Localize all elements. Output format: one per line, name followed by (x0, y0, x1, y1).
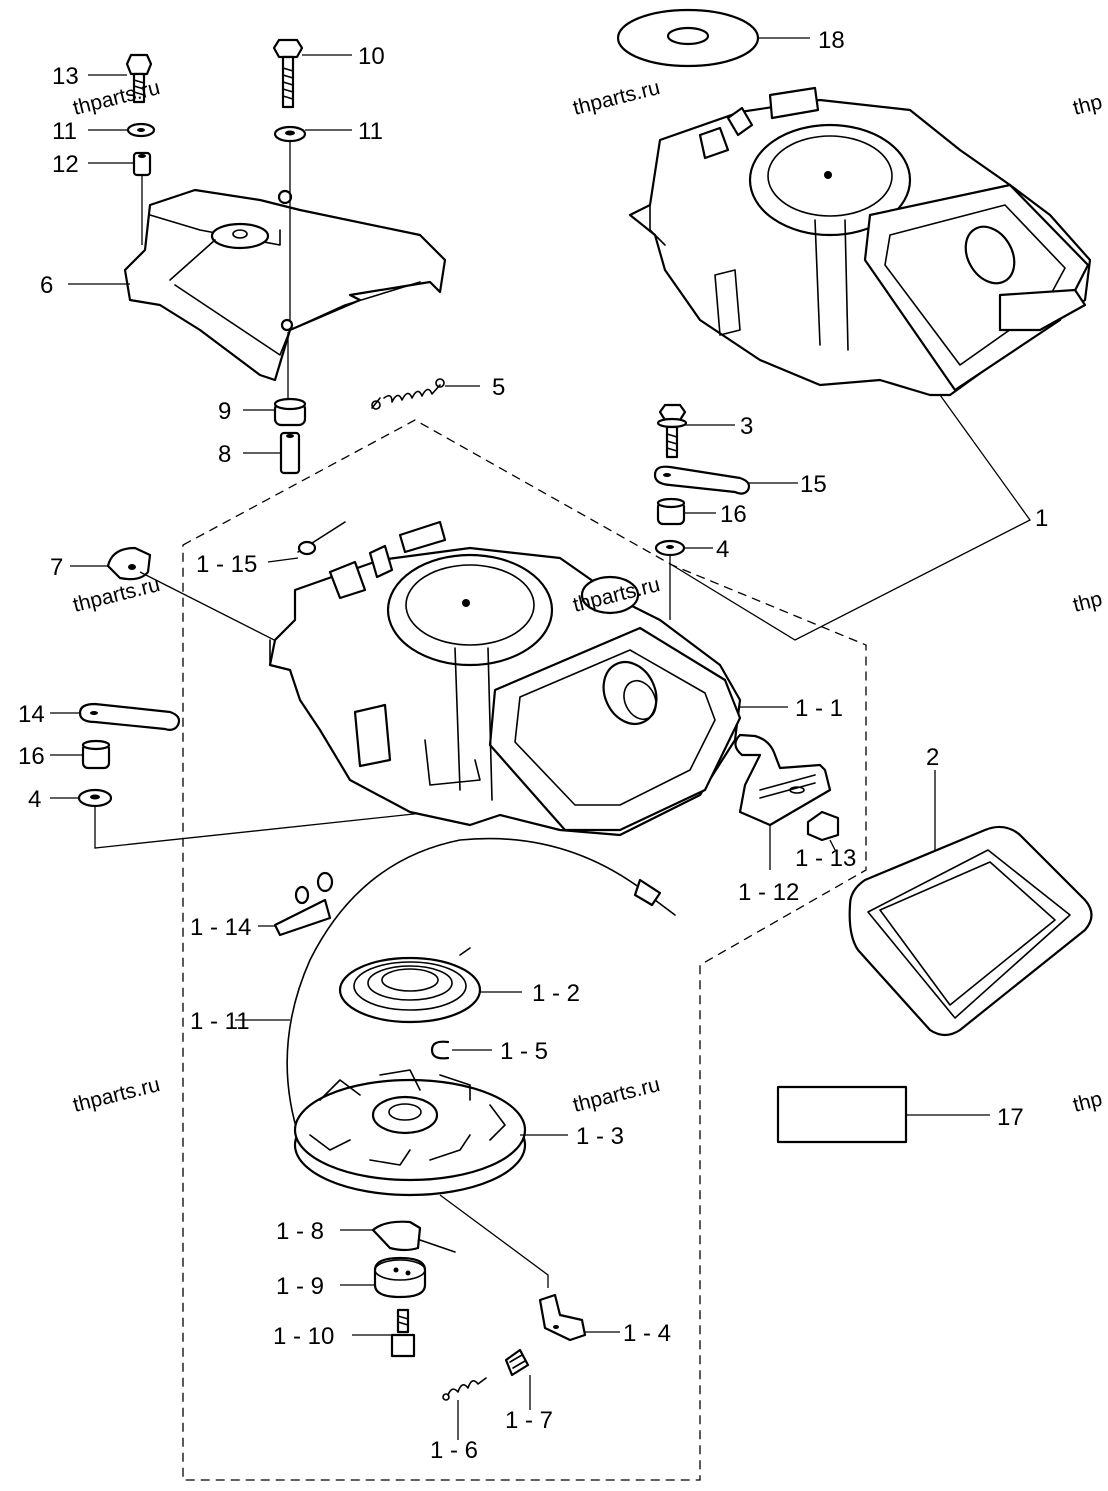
callout-10: 10 (358, 43, 385, 70)
callout-1-9: 1 - 9 (276, 1273, 324, 1300)
callout-1: 1 (1035, 505, 1048, 532)
callout-1-5: 1 - 5 (500, 1038, 548, 1065)
callout-1-2: 1 - 2 (532, 980, 580, 1007)
part-16-collar-right (656, 497, 716, 526)
callout-17: 17 (997, 1104, 1024, 1131)
callout-1-6: 1 - 6 (430, 1437, 478, 1464)
part-10-bolt (272, 38, 352, 109)
callout-1-3: 1 - 3 (576, 1123, 624, 1150)
part-1-12-handle (734, 733, 832, 870)
part-1-15-spring (267, 521, 346, 563)
callout-11-left: 11 (52, 118, 77, 145)
part-1-9-cap (340, 1256, 427, 1299)
callout-1-7: 1 - 7 (505, 1407, 553, 1434)
part-18-disc (616, 8, 810, 68)
part-7-clip (70, 546, 291, 649)
part-1-1-starter-case (268, 520, 788, 837)
callout-1-13: 1 - 13 (795, 845, 856, 872)
callout-3: 3 (740, 413, 753, 440)
part-14-lever (50, 702, 181, 731)
callout-13: 13 (52, 63, 79, 90)
part-1-10-bolt (352, 1308, 416, 1358)
watermark: thp (1071, 1087, 1105, 1116)
part-1-8-plate (340, 1220, 456, 1253)
callout-1-12: 1 - 12 (738, 879, 799, 906)
callout-1-10: 1 - 10 (273, 1323, 334, 1350)
watermark: thparts.ru (71, 76, 163, 120)
part-1-11-rope (235, 837, 676, 1141)
callout-4-left: 4 (28, 786, 41, 813)
part-2-seal (848, 770, 1093, 1037)
callout-6: 6 (40, 272, 53, 299)
callout-7: 7 (50, 554, 63, 581)
subassembly-boundary (182, 419, 867, 1481)
part-1-6-spring (442, 1377, 487, 1440)
callout-14: 14 (18, 701, 45, 728)
callout-4-right: 4 (716, 536, 729, 563)
part-8-sleeve (243, 431, 301, 475)
part-6-cover (68, 188, 447, 382)
callout-labels: 18 13 10 11 11 12 6 5 9 3 8 15 16 1 4 1 … (18, 27, 1048, 1464)
callout-16-right: 16 (720, 501, 747, 528)
watermark: thparts.ru (571, 1073, 663, 1117)
callout-12: 12 (52, 151, 79, 178)
callout-1-15: 1 - 15 (196, 551, 257, 578)
callout-1-8: 1 - 8 (276, 1218, 324, 1245)
callout-18: 18 (818, 27, 845, 54)
callout-1-14: 1 - 14 (190, 914, 251, 941)
callout-2: 2 (926, 744, 939, 771)
part-12-collar (88, 151, 152, 245)
part-1-4-ratchet (538, 1293, 620, 1342)
callout-9: 9 (218, 398, 231, 425)
callout-11-right: 11 (358, 118, 383, 145)
callout-16-left: 16 (18, 743, 45, 770)
part-1-14-pawl (258, 871, 334, 937)
watermark: thp (1071, 587, 1105, 616)
part-11-washer-right (273, 125, 352, 400)
part-1-2-spiral-spring (338, 947, 522, 1024)
part-1-3-reel (293, 1069, 568, 1288)
part-13-bolt (88, 53, 153, 104)
callout-1-1: 1 - 1 (795, 695, 843, 722)
part-1-13-cap (806, 810, 840, 851)
part-1-7-spring (504, 1348, 531, 1410)
part-15-lever (653, 465, 798, 495)
watermark: thp (1071, 90, 1105, 119)
watermark: thparts.ru (71, 1073, 163, 1117)
watermark: thparts.ru (571, 76, 663, 120)
callout-15: 15 (800, 471, 827, 498)
part-1-starter-assembly (628, 86, 1092, 641)
callout-1-11: 1 - 11 (190, 1008, 250, 1035)
callout-1-4: 1 - 4 (623, 1320, 671, 1347)
part-9-collar (243, 397, 307, 427)
part-5-spring (371, 378, 480, 410)
part-17-label (776, 1085, 990, 1144)
callout-8: 8 (218, 441, 231, 468)
watermark: thparts.ru (71, 573, 163, 617)
part-16-collar-left (50, 739, 111, 770)
part-4-washer-left (50, 788, 471, 849)
part-3-bolt (656, 403, 735, 459)
part-1-5-clip (430, 1040, 492, 1060)
part-11-washer-left (88, 122, 156, 138)
callout-5: 5 (492, 374, 505, 401)
part-4-washer-right (654, 539, 713, 620)
